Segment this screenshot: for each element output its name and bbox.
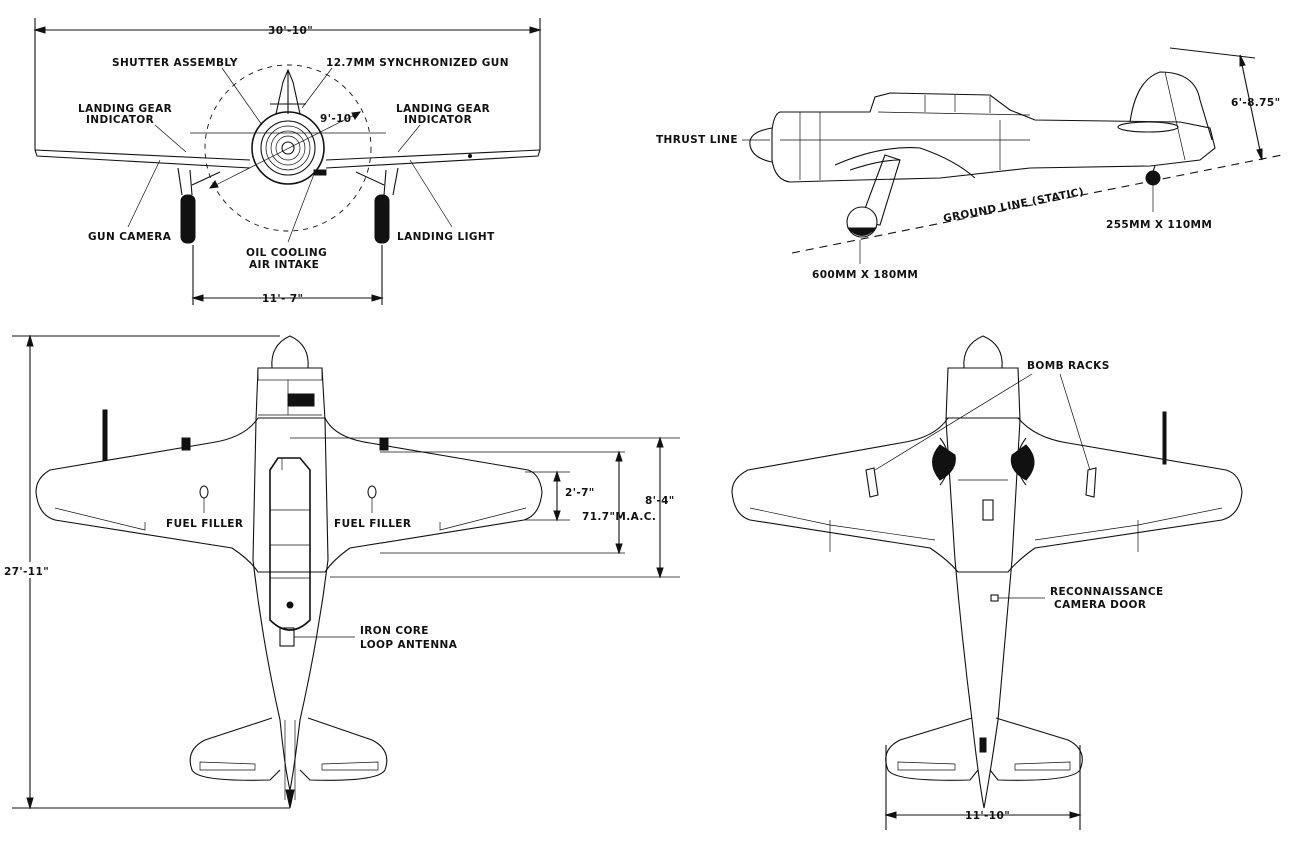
- recon-door-label-2: CAMERA DOOR: [1054, 599, 1146, 611]
- mac-dimension: 71.7"M.A.C.: [582, 511, 656, 523]
- oil-cooling-label-2: AIR INTAKE: [249, 259, 319, 271]
- side-fuselage: [771, 92, 1216, 183]
- loop-antenna-label: IRON CORE: [360, 625, 429, 637]
- front-landing-gear-right: [355, 167, 399, 244]
- propeller-diameter: 9'-10": [320, 113, 357, 125]
- side-main-gear: [846, 154, 901, 238]
- cowling: [251, 111, 325, 185]
- top-fuselage: [252, 367, 329, 791]
- landing-gear-indicator-left-label-2: INDICATOR: [86, 114, 154, 126]
- bomb-rack-right: [1085, 467, 1097, 498]
- side-tail-wheel: [1145, 165, 1161, 186]
- bottom-view: BOMB RACKS RECONNAISSANCE CAMERA DOOR 11…: [731, 335, 1243, 830]
- recon-door-label: RECONNAISSANCE: [1050, 586, 1164, 598]
- loop-antenna-label-2: LOOP ANTENNA: [360, 639, 458, 651]
- shutter-assembly-label: SHUTTER ASSEMBLY: [112, 57, 238, 69]
- top-spinner: [271, 335, 309, 369]
- track-dimension: 11'- 7": [262, 293, 303, 305]
- top-horizontal-tail: [189, 717, 388, 781]
- propeller-disc: [204, 64, 372, 232]
- landing-gear-indicator-right-label-2: INDICATOR: [404, 114, 472, 126]
- bottom-wing: [731, 417, 1243, 573]
- length-dimension: 27'-11": [4, 566, 49, 578]
- top-view: FUEL FILLER FUEL FILLER 2'-7" 71.7"M.A.C…: [3, 334, 680, 810]
- bomb-racks-label: BOMB RACKS: [1027, 360, 1110, 372]
- bottom-fuselage: [945, 367, 1021, 809]
- landing-gear-indicator-right-label: LANDING GEAR: [396, 103, 490, 115]
- front-wing-right: [325, 149, 541, 169]
- top-canopy: [269, 457, 311, 631]
- synchronized-gun-label: 12.7MM SYNCHRONIZED GUN: [326, 57, 509, 69]
- top-wing: [35, 417, 543, 573]
- wheel-well-right: [1010, 444, 1035, 481]
- bottom-spinner: [963, 335, 1003, 369]
- gun-camera-label: GUN CAMERA: [88, 231, 172, 243]
- fuel-filler-left-label: FUEL FILLER: [166, 518, 243, 530]
- front-wing-left: [34, 149, 251, 169]
- side-view: THRUST LINE GROUND LINE (STATIC) 6'-8.75…: [656, 47, 1283, 281]
- chord-small-dimension: 2'-7": [565, 487, 595, 499]
- height-dimension: 6'-8.75": [1231, 97, 1280, 109]
- root-chord-dimension: 8'-4": [645, 495, 675, 507]
- front-landing-gear-left: [177, 167, 221, 244]
- tail-span-dimension: 11'-10": [965, 810, 1010, 822]
- front-view: 30'-10": [33, 18, 542, 305]
- span-dimension: 30'-10": [268, 25, 313, 37]
- ground-line-label: GROUND LINE (STATIC): [942, 186, 1085, 225]
- oil-cooling-label: OIL COOLING: [246, 247, 327, 259]
- landing-gear-indicator-left-label: LANDING GEAR: [78, 103, 172, 115]
- main-wheel-size: 600MM X 180MM: [812, 269, 918, 281]
- tail-wheel-size: 255MM X 110MM: [1106, 219, 1212, 231]
- fuel-filler-right-label: FUEL FILLER: [334, 518, 411, 530]
- wheel-well-left: [932, 444, 956, 481]
- landing-light-label: LANDING LIGHT: [397, 231, 495, 243]
- bomb-rack-left: [865, 467, 879, 498]
- side-spinner: [749, 127, 773, 163]
- side-vertical-tail: [1129, 71, 1213, 141]
- thrust-line-label: THRUST LINE: [656, 134, 738, 146]
